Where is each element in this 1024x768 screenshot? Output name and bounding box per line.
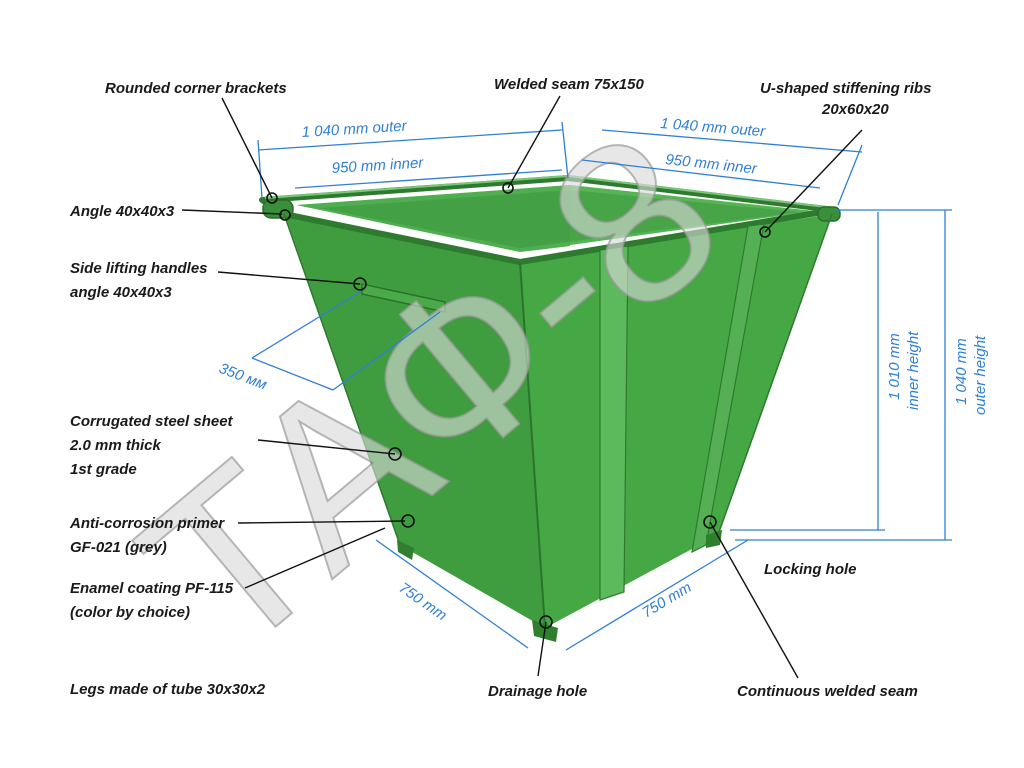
bin-right-face [520,214,832,628]
label-welded-seam: Welded seam 75x150 [494,76,644,93]
dim-left-inner: 950 mm inner [331,154,425,177]
dim-outer-height-line2: outer height [972,335,989,415]
leader-corner-brackets [221,97,273,199]
leader-angle [181,209,283,215]
annotation-labels: Rounded corner brackets Welded seam 75x1… [69,76,931,700]
dim-line-handle [251,357,334,391]
marker-handle [353,277,367,291]
marker-drainage [539,615,553,629]
marker-continuous-seam [703,515,717,529]
label-sheet-line3: 1st grade [70,461,137,478]
leader-drainage [537,621,547,677]
leader-continuous-seam [709,521,799,679]
stiffening-rib-front [599,245,629,601]
side-lifting-handle [361,283,446,313]
label-enamel-line2: (color by choice) [70,604,190,621]
label-locking: Locking hole [764,561,857,578]
marker-ribs [759,226,771,238]
label-legs: Legs made of tube 30x30x2 [70,681,266,698]
dim-line-bottom-left [375,539,529,649]
dim-tick [257,139,263,199]
label-sheet-line1: Corrugated steel sheet [70,413,234,430]
dim-line-bottom-right [565,539,749,651]
bin-edge-shade-right [717,213,833,536]
bin-edge-shade [283,213,401,546]
bin-interior-floor-shadow [320,190,800,248]
dim-inner-height-line2: inner height [905,331,922,410]
leader-primer [237,520,406,524]
dim-left-outer: 1 040 mm outer [301,118,408,141]
label-primer-line2: GF-021 (grey) [70,539,167,556]
label-corner-brackets: Rounded corner brackets [105,80,287,97]
label-enamel-line1: Enamel coating PF-115 [70,580,234,597]
callout-markers [266,182,771,629]
leg-left [397,540,414,560]
corner-weld-seam [519,261,546,629]
dim-line-left-outer [257,129,563,151]
marker-primer [401,514,415,528]
leader-ribs [764,129,863,233]
dim-line-left-inner [294,169,563,189]
dim-tick [332,311,441,391]
dim-line-right-inner [581,159,821,189]
leader-enamel [244,527,386,589]
label-sheet-line2: 2.0 mm thick [69,437,162,454]
dimension-lines [251,121,952,651]
label-handles-line2: angle 40x40x3 [70,284,172,301]
leader-handles [217,271,361,285]
label-primer-line1: Anti-corrosion primer [69,515,225,532]
marker-corner-bracket [266,192,278,204]
corner-bracket-left [262,199,294,219]
dim-tick [837,144,863,206]
leader-welded-seam [507,95,561,189]
label-handles-line1: Side lifting handles [70,260,208,277]
dim-outer-height-line1: 1 040 mm [953,338,970,405]
dim-inner-height-line1: 1 010 mm [886,333,903,400]
dim-line-right-outer [601,129,863,153]
leader-lines [181,95,863,679]
marker-welded-seam [502,182,514,194]
dim-tick [561,121,569,179]
bin-left-face [284,212,545,628]
label-ribs-line2: 20x60x20 [821,101,889,118]
marker-angle [279,209,291,221]
label-angle: Angle 40x40x3 [69,203,175,220]
leader-sheet [257,439,396,455]
label-ribs-line1: U-shaped stiffening ribs [760,80,931,97]
label-drainage: Drainage hole [488,683,587,700]
label-continuous-seam: Continuous welded seam [737,683,918,700]
dim-right-inner: 950 mm inner [665,151,759,178]
marker-sheet [388,447,402,461]
corner-bracket-right [817,206,841,222]
dim-tick [251,291,361,359]
